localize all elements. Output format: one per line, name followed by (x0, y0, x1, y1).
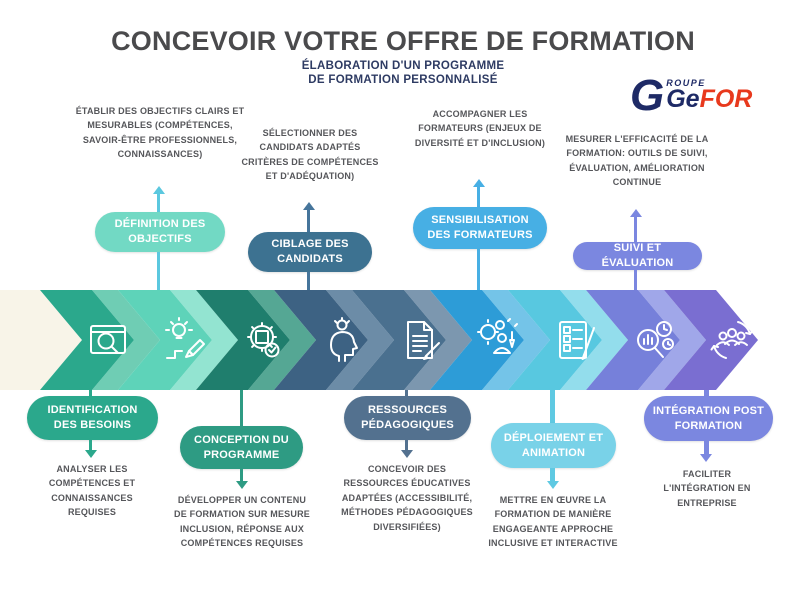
connector-line (550, 390, 555, 423)
connector-line (405, 390, 408, 397)
connector-line (550, 468, 555, 481)
page-title: CONCEVOIR VOTRE OFFRE DE FORMATION (111, 26, 695, 56)
step-pill-deploiement-animation: DÉPLOIEMENT ET ANIMATION (491, 423, 616, 468)
search-window-icon (85, 317, 131, 363)
connector-line (634, 270, 637, 290)
step-pill-ciblage-candidats: CIBLAGE DES CANDIDATS (248, 232, 372, 272)
connector-line (704, 390, 709, 397)
logo-for-text: FOR (699, 85, 753, 113)
connector-arrow-up-icon (630, 209, 642, 217)
creative-head-icon (319, 317, 365, 363)
connector-line (89, 390, 92, 397)
gefor-logo: G ROUPE Ge FOR (630, 71, 752, 120)
connector-line (704, 441, 709, 454)
connector-arrow-down-icon (236, 481, 248, 489)
step-description-sensibilisation: ACCOMPAGNER LES FORMATEURS (ENJEUX DE DI… (414, 109, 546, 148)
connector-line (477, 249, 480, 290)
checklist-pen-icon (553, 317, 599, 363)
idea-pencil-icon (163, 317, 209, 363)
connector-line (240, 390, 243, 426)
connector-arrow-down-icon (700, 454, 712, 462)
step-description-definition: ÉTABLIR DES OBJECTIFS CLAIRS ET MESURABL… (75, 106, 245, 160)
connector-line (157, 194, 160, 212)
step-pill-ressources-pedagogiques: RESSOURCES PÉDAGOGIQUES (344, 396, 471, 440)
step-description-suivi: MESURER L'EFFICACITÉ DE LA FORMATION: OU… (565, 134, 709, 188)
connector-arrow-up-icon (153, 186, 165, 194)
connector-line (477, 187, 480, 207)
step-description-integration: FACILITER L'INTÉGRATION EN ENTREPRISE (663, 469, 751, 508)
logo-right-block: ROUPE Ge FOR (666, 78, 752, 111)
connector-line (89, 440, 92, 450)
connector-line (307, 210, 310, 232)
connector-arrow-down-icon (547, 481, 559, 489)
connector-arrow-up-icon (303, 202, 315, 210)
connector-arrow-down-icon (401, 450, 413, 458)
step-description-deploiement: METTRE EN ŒUVRE LA FORMATION DE MANIÈRE … (488, 495, 618, 549)
connector-line (405, 440, 408, 450)
connector-line (634, 217, 637, 242)
step-pill-suivi-evaluation: SUIVI ET ÉVALUATION (573, 242, 702, 270)
step-pill-sensibilisation-formateurs: SENSIBILISATION DES FORMATEURS (413, 207, 547, 249)
process-chevron-band (0, 290, 806, 390)
step-description-ciblage: SÉLECTIONNER DES CANDIDATS ADAPTÉS CRITÈ… (241, 128, 379, 182)
step-description-ressources: CONCEVOIR DES RESSOURCES ÉDUCATIVES ADAP… (341, 464, 473, 532)
connector-line (157, 252, 160, 290)
community-cycle-icon (709, 317, 755, 363)
logo-letter-g: G (630, 71, 665, 120)
logo-groupe-text: ROUPE (666, 78, 706, 88)
page-subtitle-line1: ÉLABORATION D'UN PROGRAMME (301, 60, 505, 72)
connector-arrow-down-icon (85, 450, 97, 458)
step-pill-conception-programme: CONCEPTION DU PROGRAMME (180, 426, 303, 469)
connector-line (307, 272, 310, 290)
connector-line (240, 469, 243, 481)
chevron-band-svg (0, 290, 758, 390)
connector-arrow-up-icon (473, 179, 485, 187)
logo-ge-text: Ge (666, 85, 700, 113)
step-description-conception: DÉVELOPPER UN CONTENU DE FORMATION SUR M… (174, 495, 310, 549)
step-pill-integration-post-formation: INTÉGRATION POST FORMATION (644, 396, 773, 441)
step-pill-identification-besoins: IDENTIFICATION DES BESOINS (27, 396, 158, 440)
step-description-identification: ANALYSER LES COMPÉTENCES ET CONNAISSANCE… (48, 464, 136, 518)
page-subtitle-line2: DE FORMATION PERSONNALISÉ (308, 74, 498, 86)
monitor-search-icon (631, 317, 677, 363)
deployment-tools-icon (475, 317, 521, 363)
process-gears-icon (241, 317, 287, 363)
document-pen-icon (397, 317, 443, 363)
step-pill-definition-objectifs: DÉFINITION DES OBJECTIFS (95, 212, 225, 252)
